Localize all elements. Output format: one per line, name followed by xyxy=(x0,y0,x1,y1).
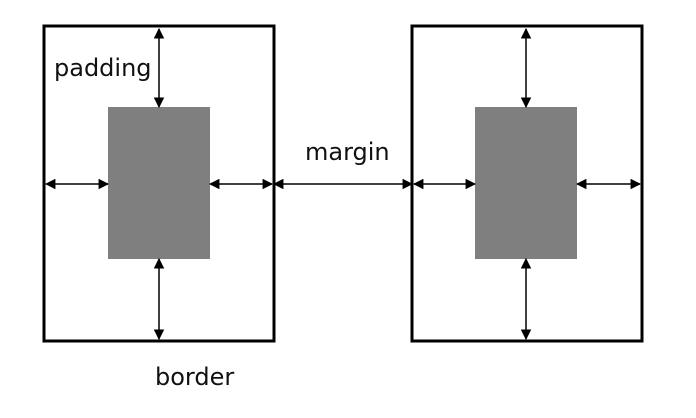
border-label: border xyxy=(155,363,235,391)
margin-label: margin xyxy=(305,138,390,166)
padding-label: padding xyxy=(54,54,152,82)
left-content-rect xyxy=(108,107,210,259)
right-border-rect xyxy=(410,24,644,343)
right-box xyxy=(410,24,644,343)
right-content-rect xyxy=(475,107,577,259)
left-box xyxy=(42,24,276,343)
